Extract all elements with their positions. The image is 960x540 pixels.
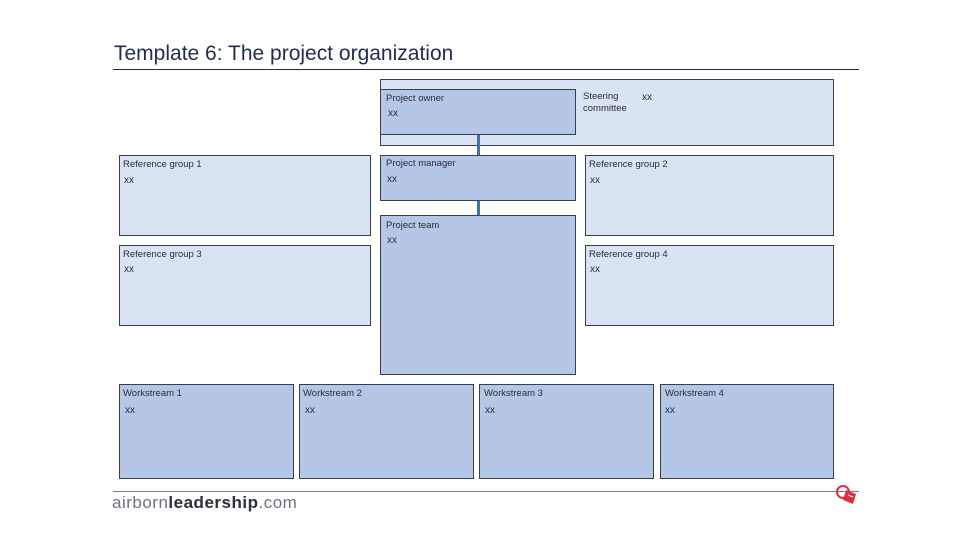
workstream-3-label: Workstream 3: [484, 388, 543, 399]
project-team-box: Project team xx: [380, 215, 576, 375]
brand-logo-icon: [836, 485, 856, 504]
steering-committee-value: xx: [642, 92, 652, 103]
manager-team-connector: [477, 201, 480, 216]
reference-group-3-value: xx: [124, 264, 134, 275]
workstream-1-value: xx: [125, 405, 135, 416]
brand-prefix: airborn: [112, 493, 169, 512]
reference-group-2-label: Reference group 2: [589, 159, 668, 170]
reference-group-3-box: Reference group 3 xx: [119, 245, 371, 326]
reference-group-2-box: Reference group 2 xx: [585, 155, 834, 236]
reference-group-3-label: Reference group 3: [123, 249, 202, 260]
reference-group-1-label: Reference group 1: [123, 159, 202, 170]
project-team-value: xx: [387, 235, 397, 246]
workstream-1-box: Workstream 1 xx: [119, 384, 294, 479]
workstream-4-box: Workstream 4 xx: [660, 384, 834, 479]
footer-divider: [113, 491, 859, 492]
project-owner-box: Project owner xx: [380, 89, 576, 135]
reference-group-4-value: xx: [590, 264, 600, 275]
project-owner-label: Project owner: [386, 93, 445, 104]
project-team-label: Project team: [386, 220, 440, 231]
workstream-2-value: xx: [305, 405, 315, 416]
project-manager-box: Project manager xx: [380, 155, 576, 201]
owner-manager-connector: [477, 135, 480, 155]
workstream-4-label: Workstream 4: [665, 388, 724, 399]
workstream-1-label: Workstream 1: [123, 388, 182, 399]
reference-group-1-value: xx: [124, 175, 134, 186]
reference-group-4-label: Reference group 4: [589, 249, 668, 260]
workstream-3-value: xx: [485, 405, 495, 416]
brand-highlight: leadership: [168, 493, 259, 512]
project-manager-value: xx: [387, 174, 397, 185]
workstream-3-box: Workstream 3 xx: [479, 384, 654, 479]
workstream-2-box: Workstream 2 xx: [299, 384, 474, 479]
reference-group-1-box: Reference group 1 xx: [119, 155, 371, 236]
steering-committee-label: Steering committee: [583, 91, 627, 115]
project-manager-label: Project manager: [386, 158, 456, 169]
brand-suffix: .com: [258, 493, 298, 512]
workstream-2-label: Workstream 2: [303, 388, 362, 399]
reference-group-2-value: xx: [590, 175, 600, 186]
title-divider: [113, 69, 859, 70]
reference-group-4-box: Reference group 4 xx: [585, 245, 834, 326]
page-title: Template 6: The project organization: [114, 42, 454, 65]
brand-wordmark[interactable]: airbornleadership.com: [112, 493, 297, 513]
workstream-4-value: xx: [665, 405, 675, 416]
project-owner-value: xx: [388, 108, 398, 119]
